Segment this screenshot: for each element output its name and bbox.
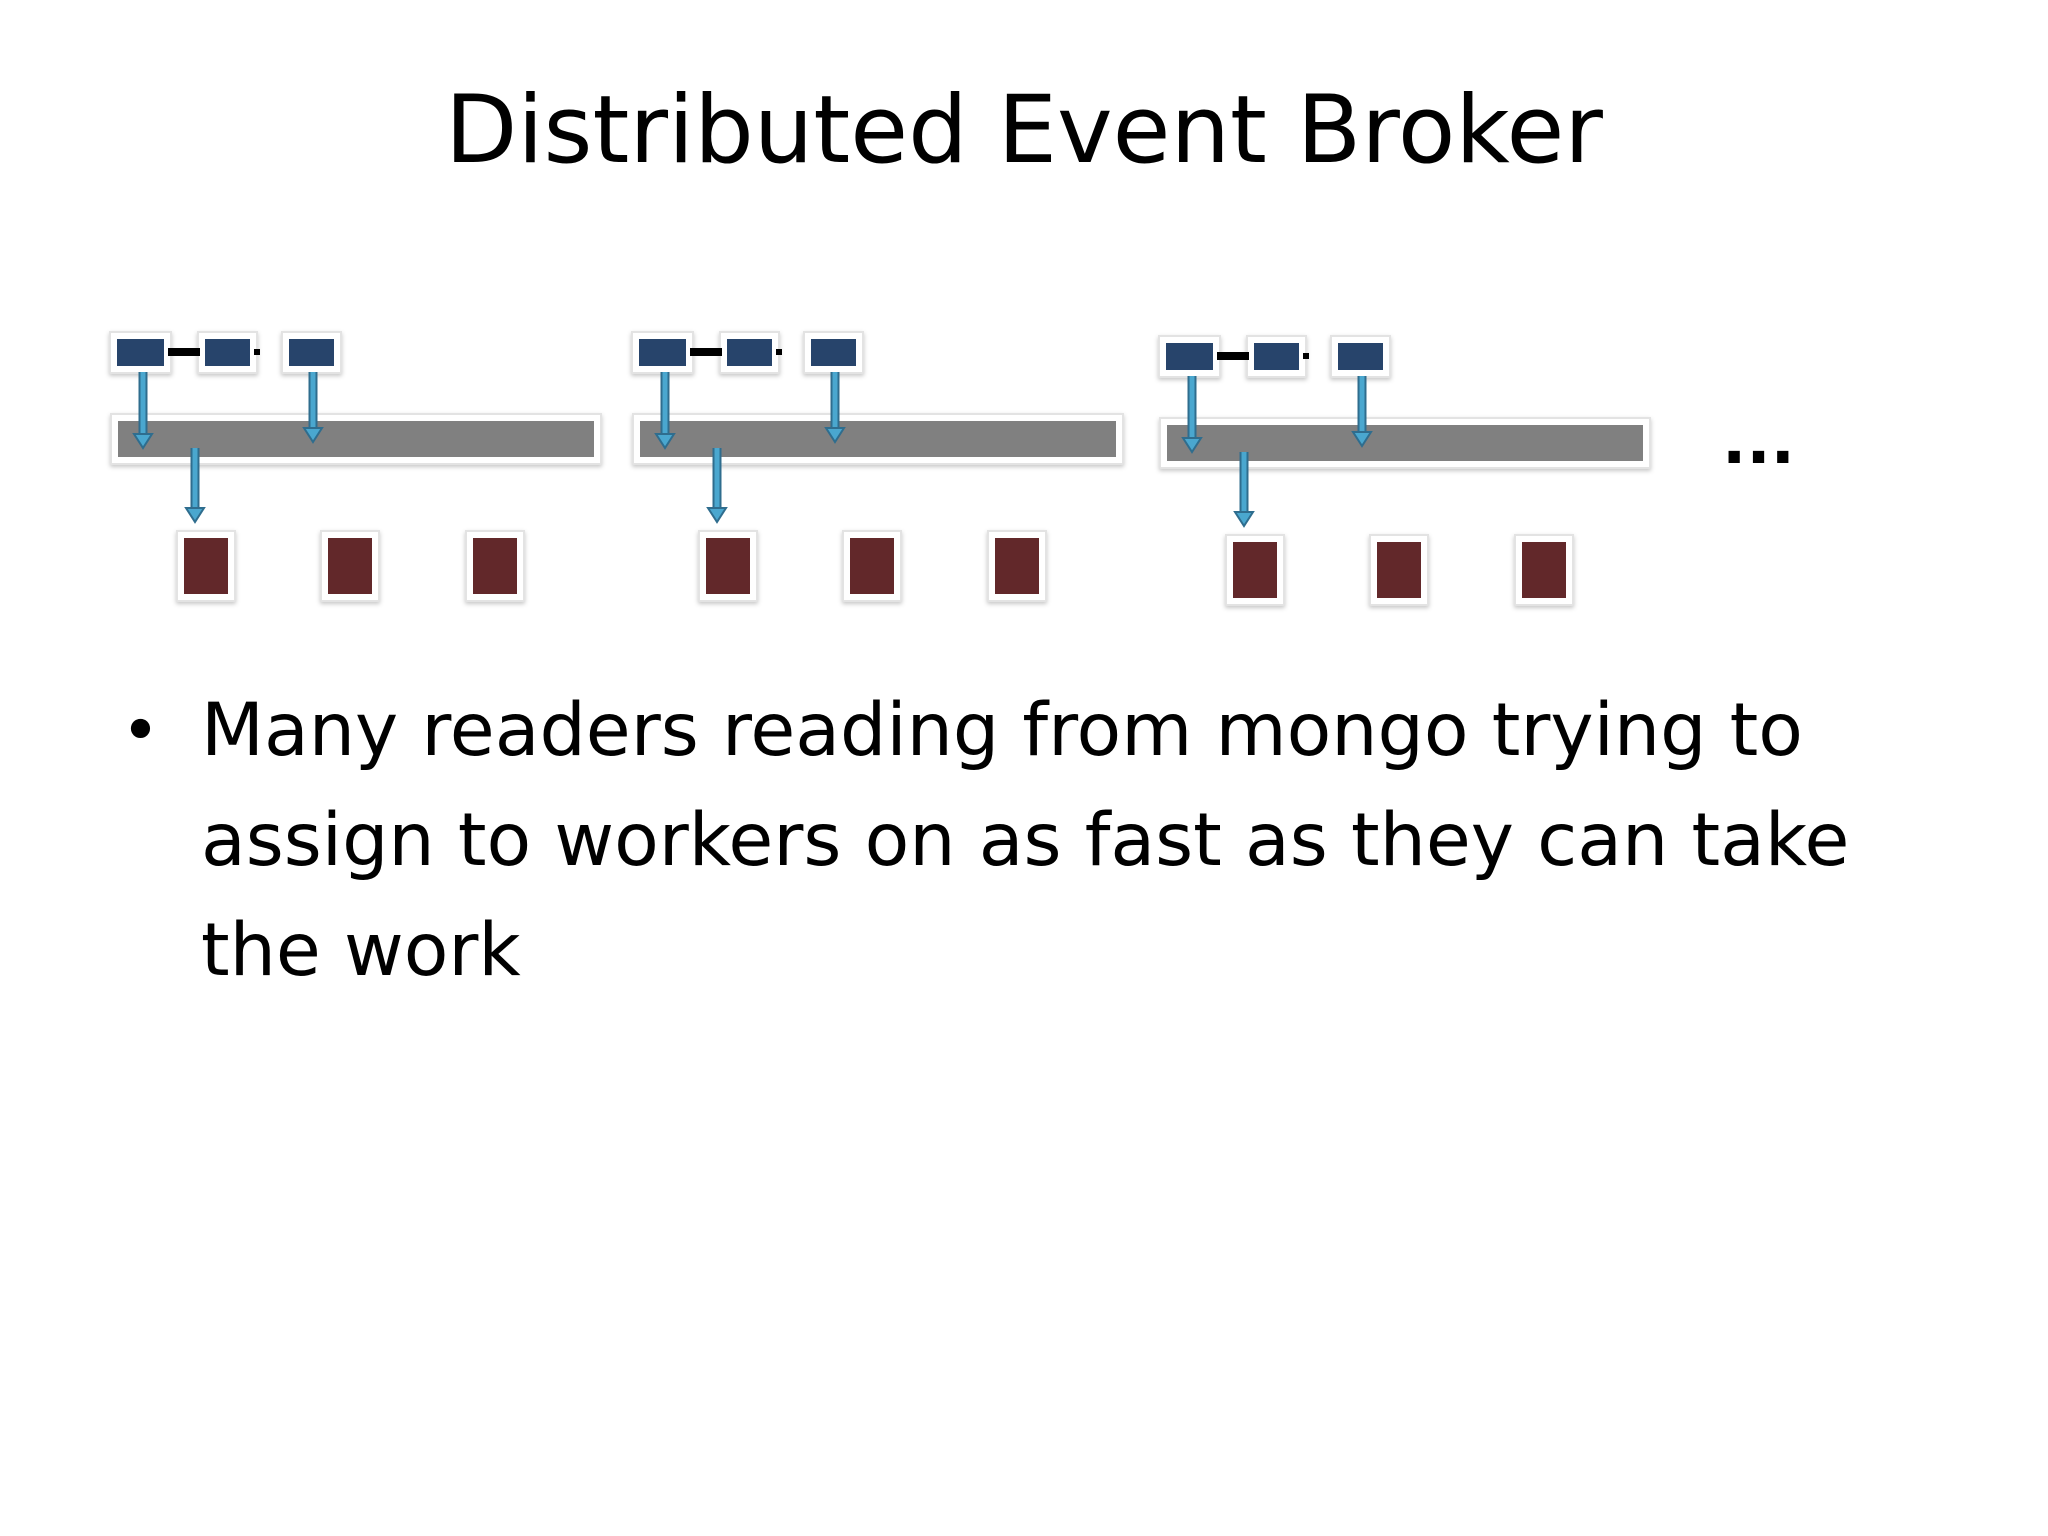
reader-to-queue-arrow-head [824, 427, 846, 444]
broker-group-1 [109, 331, 602, 602]
reader-to-queue-arrow-head [302, 427, 324, 444]
queue-bar [118, 421, 594, 457]
reader-to-queue-arrow-head [654, 433, 676, 450]
reader-box [639, 339, 686, 366]
queue-bar [1167, 425, 1643, 461]
reader-to-queue-arrow [132, 372, 154, 450]
queue-to-worker-arrow-head [184, 507, 206, 524]
reader-to-queue-arrow-head [1181, 437, 1203, 454]
reader-box [1254, 343, 1299, 370]
reader-box [1166, 343, 1213, 370]
broker-group-3 [1158, 335, 1651, 606]
reader-to-queue-arrow [1181, 376, 1203, 454]
diagram-root [109, 331, 1651, 606]
bullet-item: • Many readers reading from mongo trying… [115, 676, 1895, 1006]
reader-connector-dot [1303, 353, 1309, 359]
reader-to-queue-arrow-head [132, 433, 154, 450]
event-broker-diagram [109, 331, 1651, 606]
queue-to-worker-arrow-head [706, 507, 728, 524]
reader-to-queue-arrow [824, 372, 846, 444]
queue-to-worker-arrow [706, 448, 728, 524]
reader-box [289, 339, 334, 366]
reader-box [117, 339, 164, 366]
queue-to-worker-arrow [184, 448, 206, 524]
reader-connector-dot [776, 349, 782, 355]
queue-bar [640, 421, 1116, 457]
broker-group-2 [631, 331, 1124, 602]
reader-to-queue-arrow-head [1351, 431, 1373, 448]
worker-box [328, 538, 372, 594]
worker-box [1377, 542, 1421, 598]
worker-box [1233, 542, 1277, 598]
reader-box [1338, 343, 1383, 370]
worker-box [850, 538, 894, 594]
queue-to-worker-arrow-head [1233, 511, 1255, 528]
bullet-text: Many readers reading from mongo trying t… [201, 688, 1850, 993]
more-groups-ellipsis: ... [1722, 405, 1795, 479]
reader-connector-dot [254, 349, 260, 355]
reader-box [727, 339, 772, 366]
reader-to-queue-arrow [654, 372, 676, 450]
bullet-marker: • [121, 692, 160, 769]
worker-box [995, 538, 1039, 594]
queue-to-worker-arrow [1233, 452, 1255, 528]
worker-box [473, 538, 517, 594]
reader-box [205, 339, 250, 366]
reader-to-queue-arrow [302, 372, 324, 444]
slide-title: Distributed Event Broker [445, 76, 1603, 185]
worker-box [1522, 542, 1566, 598]
worker-box [184, 538, 228, 594]
reader-box [811, 339, 856, 366]
reader-to-queue-arrow [1351, 376, 1373, 448]
worker-box [706, 538, 750, 594]
bullet-list: • Many readers reading from mongo trying… [115, 676, 1895, 1006]
